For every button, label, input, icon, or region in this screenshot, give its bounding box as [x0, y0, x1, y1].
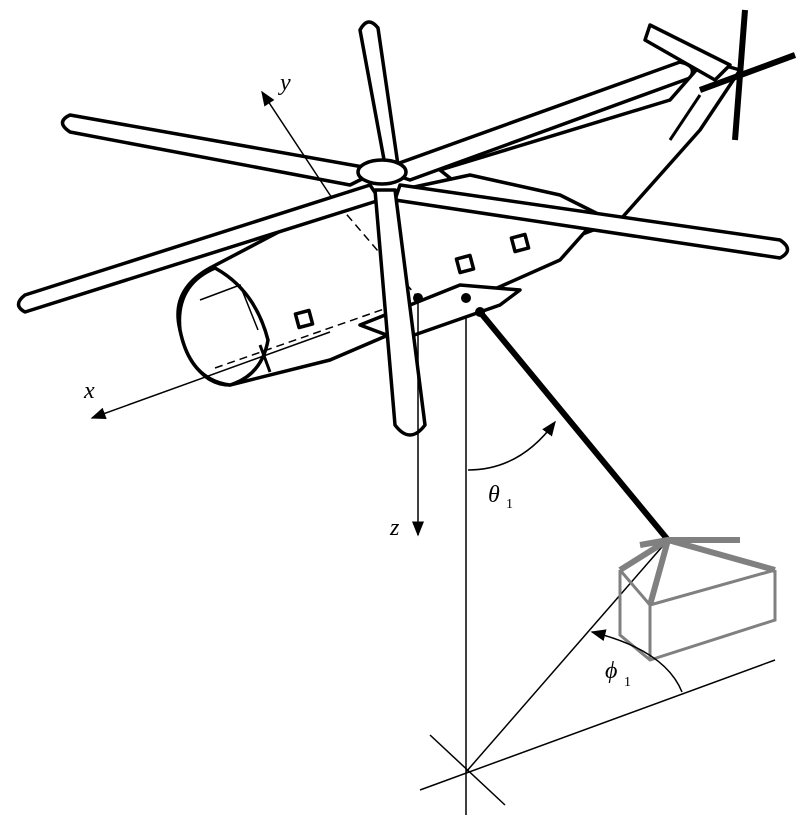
phi-symbol: ϕ — [605, 658, 617, 684]
y-axis-label: y — [278, 70, 291, 96]
window — [509, 232, 531, 254]
theta-symbol: θ — [488, 482, 500, 508]
ground-reference — [419, 298, 776, 815]
hook-point — [461, 293, 471, 303]
x-axis-arrow — [90, 331, 331, 420]
phi-subscript: 1 — [624, 675, 631, 690]
phi-angle: ϕ 1 — [590, 629, 683, 693]
sling-cable — [477, 310, 671, 542]
window — [293, 308, 315, 330]
slung-load-box — [618, 536, 777, 662]
theta-angle: θ 1 — [467, 420, 556, 512]
theta-subscript: 1 — [506, 497, 513, 512]
z-axis-label: z — [389, 515, 400, 541]
window — [454, 253, 476, 275]
x-axis-label: x — [83, 378, 95, 404]
body-axes: x y z — [83, 70, 424, 541]
rotor-hub — [356, 158, 408, 186]
body-origin-point — [413, 293, 423, 303]
y-axis-arrow — [261, 90, 331, 196]
main-rotor-rear-blades — [60, 20, 695, 187]
main-rotor-front-blades — [16, 158, 790, 437]
